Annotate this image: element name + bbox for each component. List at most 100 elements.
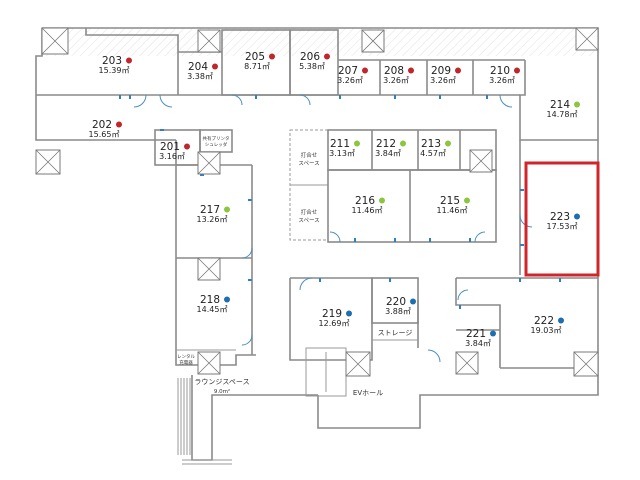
printer-label-line2: シュレッダ <box>205 141 228 148</box>
pillar <box>575 27 599 51</box>
room-number: 205 <box>245 51 265 63</box>
pillar <box>573 351 599 377</box>
room-number: 223 <box>550 211 570 223</box>
room-number: 209 <box>431 65 451 77</box>
room-area: 14.78㎡ <box>547 110 578 119</box>
lounge-area: 9.0m² <box>214 388 230 395</box>
room-area: 17.53㎡ <box>547 222 578 231</box>
status-dot-red <box>514 67 520 74</box>
status-dot-red <box>362 67 368 74</box>
right-walls <box>456 140 598 279</box>
pillar <box>197 351 221 375</box>
room-number: 214 <box>550 99 570 111</box>
room-number: 208 <box>384 65 404 77</box>
room-number: 207 <box>338 65 358 77</box>
room-area: 12.69㎡ <box>319 319 350 328</box>
storage-label: ストレージ <box>378 329 413 337</box>
room-area: 5.38㎡ <box>299 62 325 71</box>
lounge-stripes <box>177 378 191 455</box>
status-dot-green <box>379 197 385 204</box>
room-area: 3.26㎡ <box>489 76 515 85</box>
room-area: 3.26㎡ <box>337 76 363 85</box>
room-area: 8.71㎡ <box>244 62 270 71</box>
outer-walls <box>35 27 599 465</box>
room-area: 11.46㎡ <box>437 206 468 215</box>
room-area: 3.16㎡ <box>159 152 185 161</box>
room-area: 3.88㎡ <box>385 307 411 316</box>
meeting-space-1-line2: スペース <box>298 160 319 167</box>
printer-label-line1: 共有プリンタ <box>203 135 230 142</box>
pillars <box>35 27 599 377</box>
room-area: 3.13㎡ <box>329 149 355 158</box>
status-dot-green <box>445 140 451 147</box>
room-area: 11.46㎡ <box>352 206 383 215</box>
status-dot-green <box>400 140 406 147</box>
room-area: 3.84㎡ <box>465 339 491 348</box>
room-number: 204 <box>188 61 208 73</box>
status-dot-red <box>212 63 218 70</box>
status-dot-blue <box>224 296 230 303</box>
lounge-sign-line2: 充電器 <box>179 359 193 366</box>
selected-room-highlight[interactable] <box>524 161 600 277</box>
room-number: 220 <box>386 296 406 308</box>
ev-hall-label: EVホール <box>353 389 383 397</box>
status-dot-blue <box>574 213 580 220</box>
pillar <box>469 149 493 173</box>
room-number: 222 <box>534 315 554 327</box>
status-dot-red <box>116 121 122 128</box>
room-number: 206 <box>300 51 320 63</box>
room-area: 3.26㎡ <box>430 76 456 85</box>
center-walls <box>289 129 497 243</box>
status-dot-blue <box>410 298 416 305</box>
pillar <box>197 29 221 53</box>
status-dot-green <box>224 206 230 213</box>
meeting-space-2-line2: スペース <box>298 217 319 224</box>
pillar <box>345 351 371 377</box>
status-dot-red <box>324 53 330 60</box>
room-number: 217 <box>200 204 220 216</box>
room-number: 203 <box>102 55 122 67</box>
room-number: 210 <box>490 65 510 77</box>
room-area: 3.84㎡ <box>375 149 401 158</box>
status-dot-red <box>408 67 414 74</box>
pillar <box>41 27 69 55</box>
pillar <box>361 29 385 53</box>
pillar <box>455 351 479 375</box>
meeting-space-1-line1: 打合せ <box>301 151 318 159</box>
exterior-hatch-top <box>42 28 598 56</box>
lounge-sign-line1: レンタル <box>177 353 195 360</box>
room-number: 211 <box>330 138 350 150</box>
room-number: 213 <box>421 138 441 150</box>
bottom-walls <box>289 277 598 397</box>
doors <box>119 94 561 363</box>
status-dot-green <box>354 140 360 147</box>
room-area: 3.26㎡ <box>383 76 409 85</box>
pillar <box>35 149 61 175</box>
room-area: 15.39㎡ <box>99 66 130 75</box>
